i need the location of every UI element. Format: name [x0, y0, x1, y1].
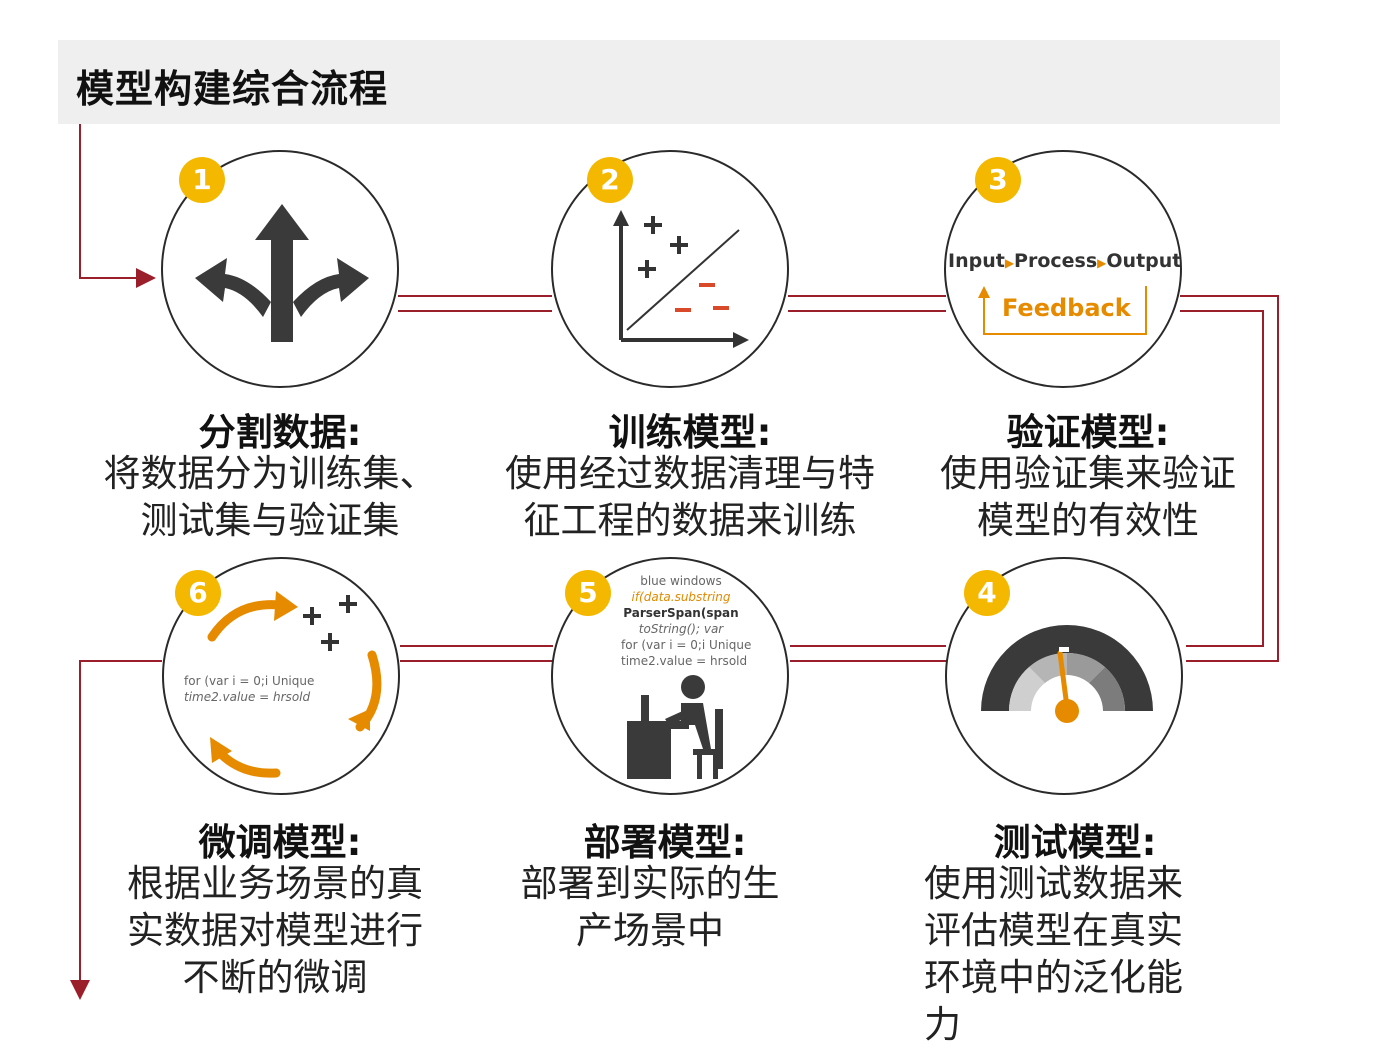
- step-4-desc-line: 使用测试数据来: [924, 860, 1224, 907]
- step-2-badge: 2: [587, 157, 633, 203]
- step-6-title: 微调模型:: [120, 812, 440, 866]
- step-2-desc-line: 征工程的数据来训练: [480, 497, 900, 544]
- step-3-badge: 3: [975, 157, 1021, 203]
- step-4-desc-line: 力: [924, 1001, 1224, 1048]
- step-6-desc-line: 根据业务场景的真: [100, 860, 450, 907]
- step-3-title: 验证模型:: [928, 402, 1248, 456]
- step-1-desc-line: 测试集与验证集: [80, 497, 460, 544]
- step-2-title: 训练模型:: [530, 402, 850, 456]
- step-1-desc-line: 将数据分为训练集、: [80, 450, 460, 497]
- feedback-label: Feedback: [1002, 294, 1131, 322]
- step-5-badge: 5: [565, 570, 611, 616]
- step-6-desc-line: 实数据对模型进行: [100, 907, 450, 954]
- step-2-desc: 使用经过数据清理与特 征工程的数据来训练: [480, 450, 900, 544]
- step-5-desc-line: 部署到实际的生: [500, 860, 800, 907]
- code-line: time2.value = hrsold: [184, 689, 314, 705]
- step-5-title: 部署模型:: [505, 812, 825, 866]
- code-line: for (var i = 0;i Unique: [184, 673, 314, 689]
- step-6-code-snippet: for (var i = 0;i Unique time2.value = hr…: [184, 673, 314, 705]
- step-6-desc-line: 不断的微调: [100, 954, 450, 1001]
- step-5-desc: 部署到实际的生 产场景中: [500, 860, 800, 954]
- step-2-circle: [551, 150, 789, 388]
- step-4-title: 测试模型:: [915, 812, 1235, 866]
- step-3-desc: 使用验证集来验证 模型的有效性: [908, 450, 1268, 544]
- step-4-desc-line: 环境中的泛化能: [924, 954, 1224, 1001]
- step-2-desc-line: 使用经过数据清理与特: [480, 450, 900, 497]
- step-4-desc-line: 评估模型在真实: [924, 907, 1224, 954]
- step-4-desc: 使用测试数据来 评估模型在真实 环境中的泛化能 力: [924, 860, 1224, 1048]
- step-4-badge: 4: [964, 570, 1010, 616]
- step-1-desc: 将数据分为训练集、 测试集与验证集: [80, 450, 460, 544]
- step-5-desc-line: 产场景中: [500, 907, 800, 954]
- step-6-badge: 6: [175, 570, 221, 616]
- step-1-badge: 1: [179, 157, 225, 203]
- step-6-desc: 根据业务场景的真 实数据对模型进行 不断的微调: [100, 860, 450, 1001]
- step-3-desc-line: 模型的有效性: [908, 497, 1268, 544]
- step-1-title: 分割数据:: [120, 402, 440, 456]
- step-3-desc-line: 使用验证集来验证: [908, 450, 1268, 497]
